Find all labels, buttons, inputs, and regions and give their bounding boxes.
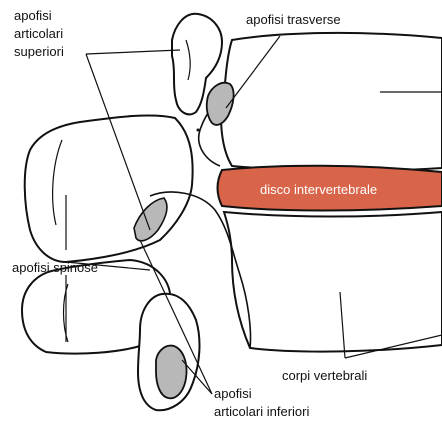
label-sup-art-line1: apofisi: [14, 8, 52, 23]
detail-dot: [197, 129, 200, 132]
label-sup-art-line3: superiori: [14, 44, 64, 59]
label-inf-art-line2: articolari inferiori: [214, 404, 309, 419]
label-inf-art-line1: apofisi: [214, 386, 252, 401]
label-apofisi-trasverse: apofisi trasverse: [246, 12, 341, 27]
leader-sup-art-1: [86, 50, 180, 54]
upper-spinous-process: [25, 115, 193, 262]
label-apofisi-spinose: apofisi spinose: [12, 260, 98, 275]
upper-vertebral-body: [221, 33, 442, 171]
label-disco-intervertebrale: disco intervertebrale: [260, 182, 377, 197]
label-corpi-vertebrali: corpi vertebrali: [282, 368, 367, 383]
inferior-facet: [156, 346, 187, 399]
lower-vertebral-body: [224, 212, 442, 352]
label-sup-art-line2: articolari: [14, 26, 63, 41]
